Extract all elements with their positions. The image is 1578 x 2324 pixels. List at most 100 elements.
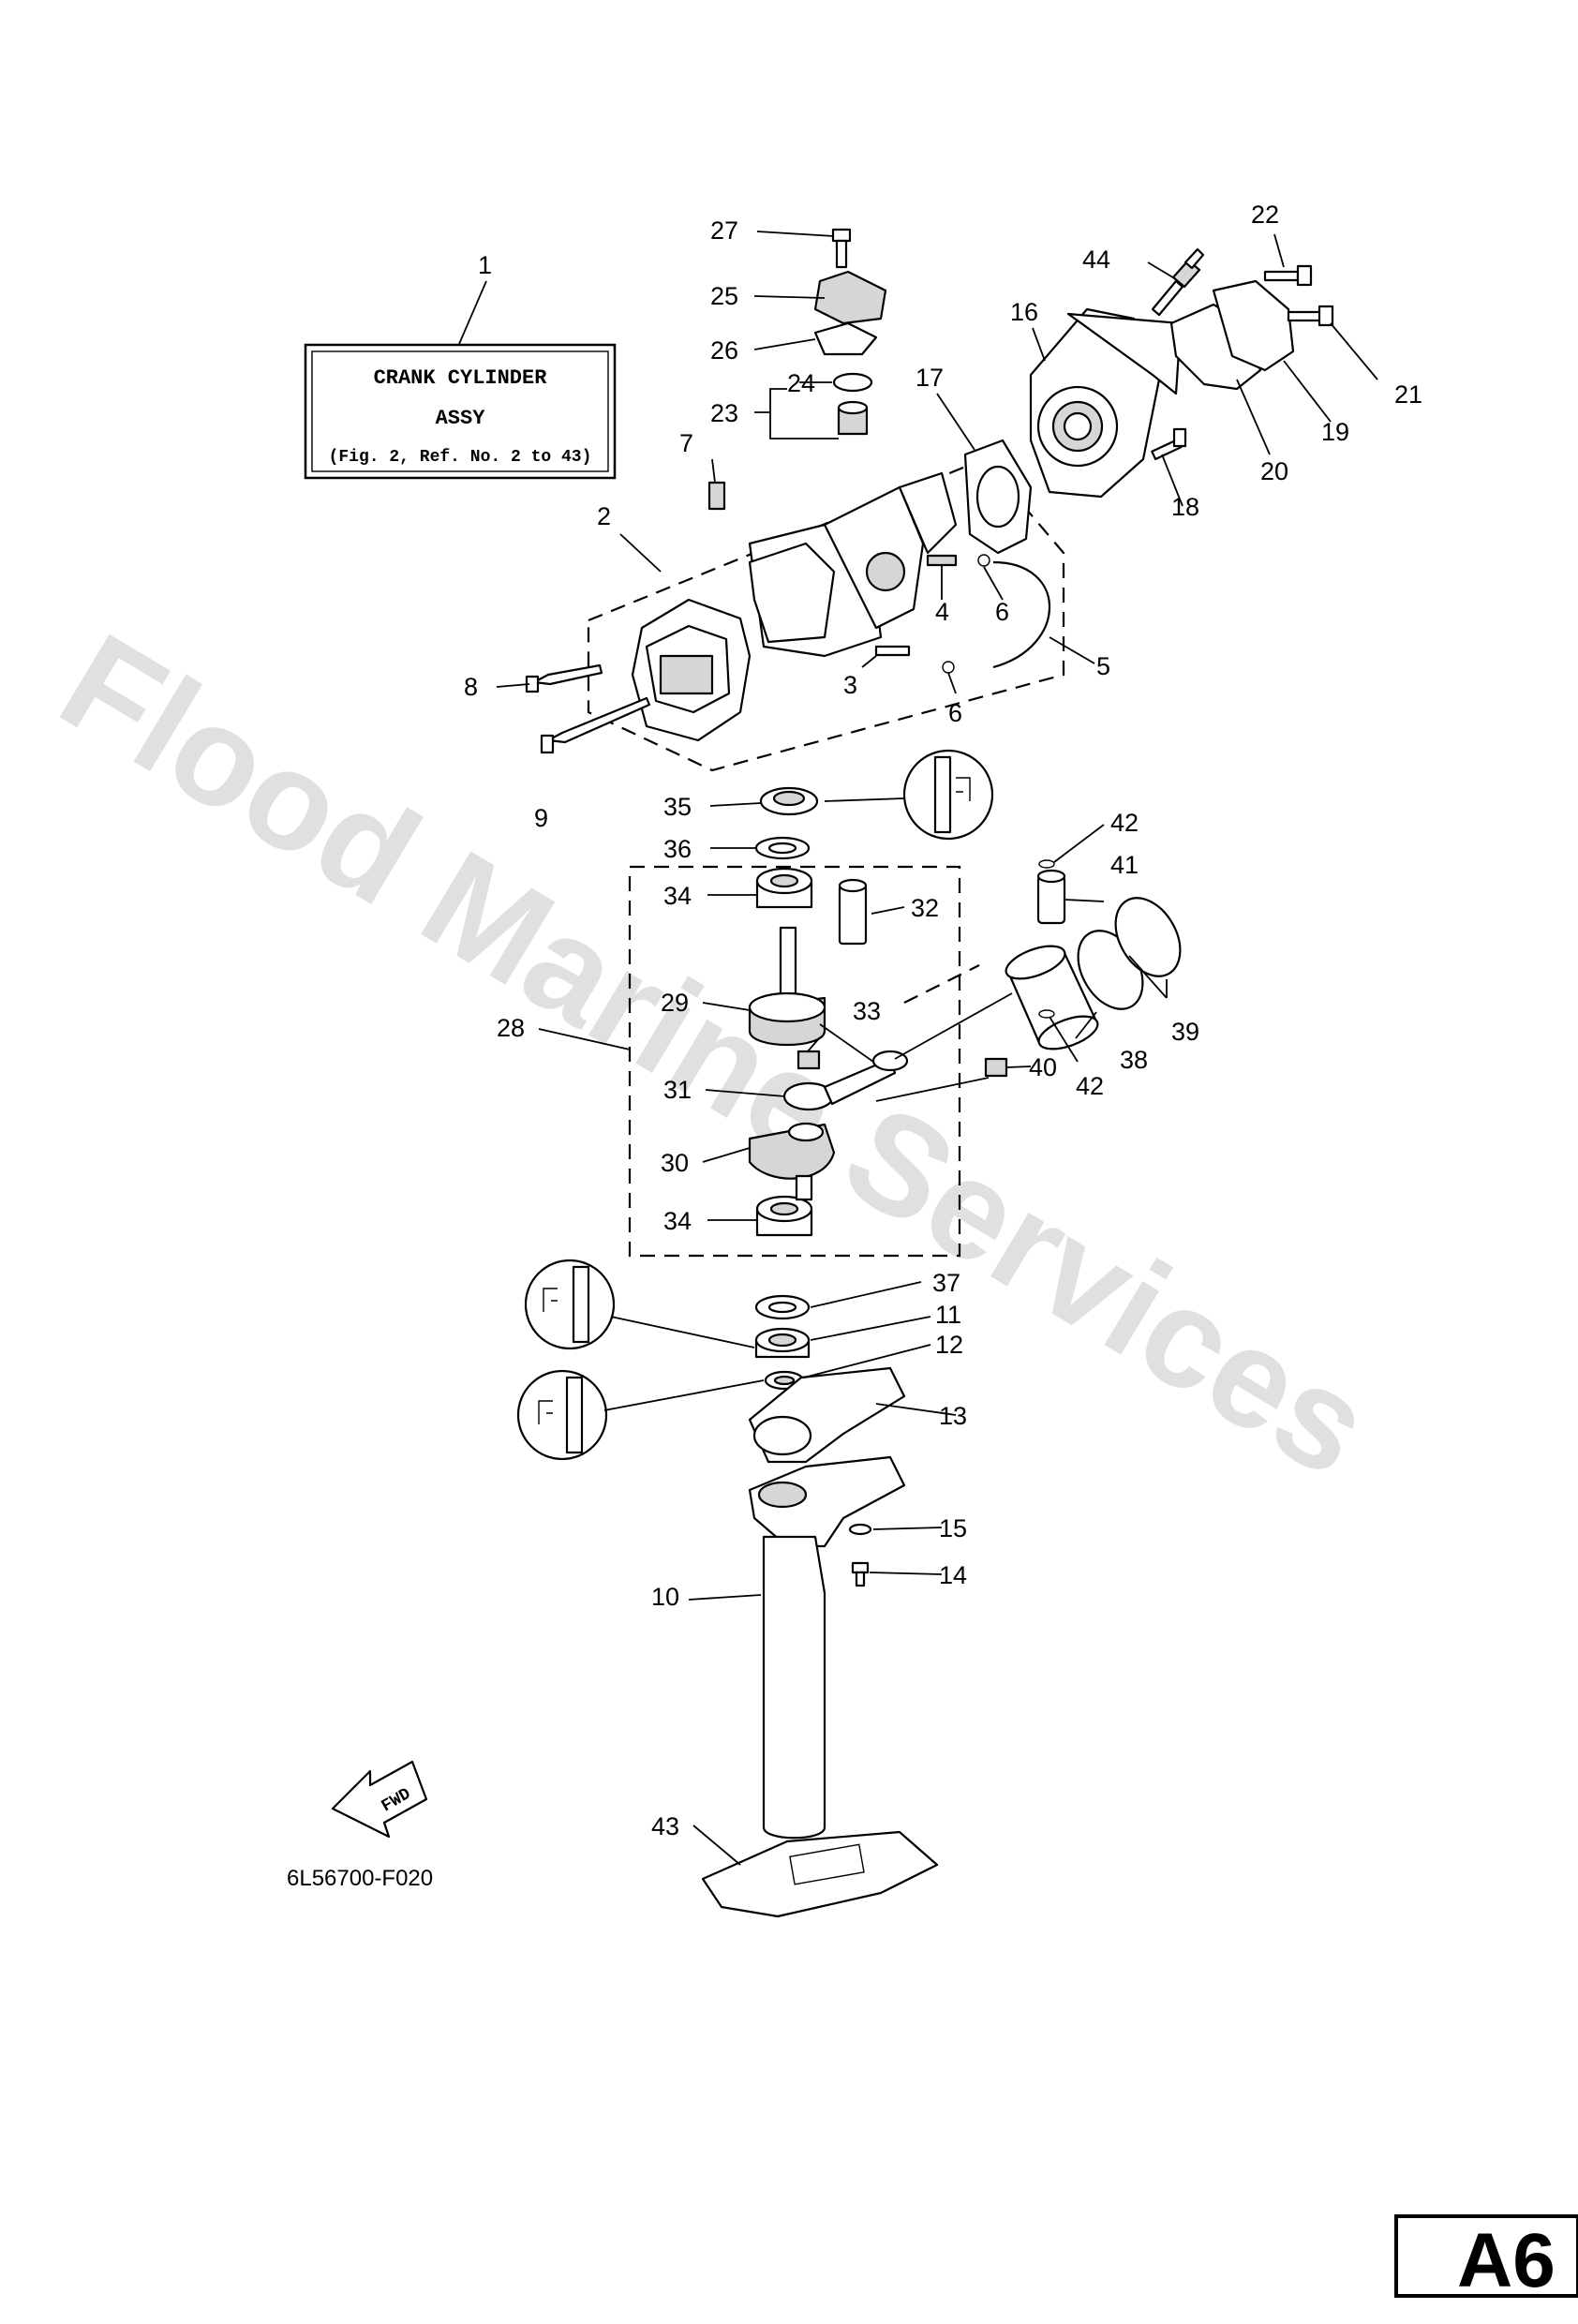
callout-8: 8 [464,673,478,701]
callout-43: 43 [651,1812,679,1840]
callout-9: 9 [534,804,548,832]
callout-2: 2 [597,502,611,530]
needle-bearing-40-part [984,1057,1008,1078]
cylinder-part [1029,307,1183,499]
callout-30: 30 [661,1149,689,1177]
detail-circle-bottom [516,1369,765,1461]
callout-6a: 6 [995,598,1009,626]
assembly-label-box: CRANK CYLINDER ASSY (Fig. 2, Ref. No. 2 … [304,343,617,480]
bearing-35-part [759,786,819,816]
callout-19: 19 [1321,418,1349,446]
callout-5: 5 [1096,652,1110,680]
bearing-34a-part [755,867,813,909]
detail-circle-middle [524,1259,755,1350]
cylinder-gasket-part [963,439,1033,555]
callout-17: 17 [916,364,944,392]
callout-16: 16 [1010,298,1038,326]
callout-34a: 34 [663,882,692,910]
clip-42b-part [1038,1009,1055,1019]
piston-pin-41-part [1036,874,1066,925]
leader-lines [458,231,1378,1866]
page-id: A6 [1457,2218,1556,2303]
callout-10: 10 [651,1583,679,1611]
bolt-3-part [874,645,911,657]
page-id-box: A6 [1394,2214,1578,2303]
label-box-line3: (Fig. 2, Ref. No. 2 to 43) [329,448,592,467]
bolt-8-part [525,663,603,693]
callout-42b: 42 [1076,1072,1104,1100]
bolt-9-part [540,696,651,754]
callout-38: 38 [1120,1046,1148,1074]
callout-41: 41 [1110,851,1139,879]
callout-22: 22 [1251,201,1279,229]
callout-36: 36 [663,835,692,863]
watermark-text: Flood Marine Services [37,603,1396,1506]
callout-28: 28 [497,1014,525,1042]
cover-25-part [813,270,887,325]
callout-27: 27 [710,216,738,245]
label-box-line2: ASSY [436,407,486,430]
callout-1: 1 [478,251,492,279]
bolt-14-part [851,1561,870,1587]
callout-21: 21 [1394,380,1422,409]
crank-web-30-part [748,1122,836,1201]
bolt-22-part [1263,264,1313,287]
callout-12: 12 [935,1331,963,1359]
thermostat-23-part [837,400,869,436]
callout-14: 14 [939,1561,967,1589]
callout-18: 18 [1171,493,1199,521]
dowel-pin-part [707,481,726,511]
exhaust-pipe-10-part [748,1455,906,1840]
crankshaft-assembly-outline [628,865,961,1258]
callout-26: 26 [710,336,738,365]
callout-44: 44 [1082,246,1110,274]
exhaust-cover-19-part [1212,279,1295,372]
bolt-27-part [831,228,852,269]
callout-39: 39 [1171,1018,1199,1046]
callout-42a: 42 [1110,809,1139,837]
callout-24: 24 [787,369,815,397]
needle-bearing-33-part [796,1050,821,1070]
bearing-34b-part [755,1195,813,1237]
crank-pin-32-part [838,884,868,946]
diagram-code: 6L56700-F020 [287,1866,433,1891]
callout-40: 40 [1029,1053,1057,1081]
piston-38-part [1005,945,1099,1050]
callout-11: 11 [935,1301,961,1329]
callout-34b: 34 [663,1207,692,1235]
bolt-21-part [1287,305,1334,327]
callout-3: 3 [843,671,857,699]
callout-29: 29 [661,989,689,1017]
callout-13: 13 [939,1402,967,1430]
callout-4: 4 [935,598,949,626]
callout-7: 7 [679,429,693,457]
callout-35: 35 [663,793,692,821]
pin-4-part [926,554,958,567]
clip-6a-part [977,554,990,567]
callout-32: 32 [911,894,939,922]
callout-23: 23 [710,399,738,427]
fwd-arrow-icon: FWD [331,1760,428,1839]
clip-42a-part [1038,859,1055,869]
gasket-43-part [701,1830,939,1918]
label-box-line1: CRANK CYLINDER [374,366,548,390]
callout-20: 20 [1260,457,1288,485]
crankcase-part [631,471,958,742]
clip-6b-part [942,661,955,674]
spark-plug-44-part [1151,247,1205,317]
callout-25: 25 [710,282,738,310]
callout-15: 15 [939,1514,967,1542]
callout-31: 31 [663,1076,692,1104]
ring-39b-part [1114,897,1182,977]
washer-15-part [848,1523,872,1536]
detail-circle-top [824,749,994,841]
crankshaft-29-part [748,926,826,1046]
callout-33: 33 [853,997,881,1025]
oil-seal-11-part [754,1327,811,1359]
gasket-26-part [813,321,878,356]
bolt-18-part [1151,427,1187,461]
callout-6b: 6 [948,699,962,727]
washer-24-part [832,372,873,393]
callout-37: 37 [932,1269,960,1297]
